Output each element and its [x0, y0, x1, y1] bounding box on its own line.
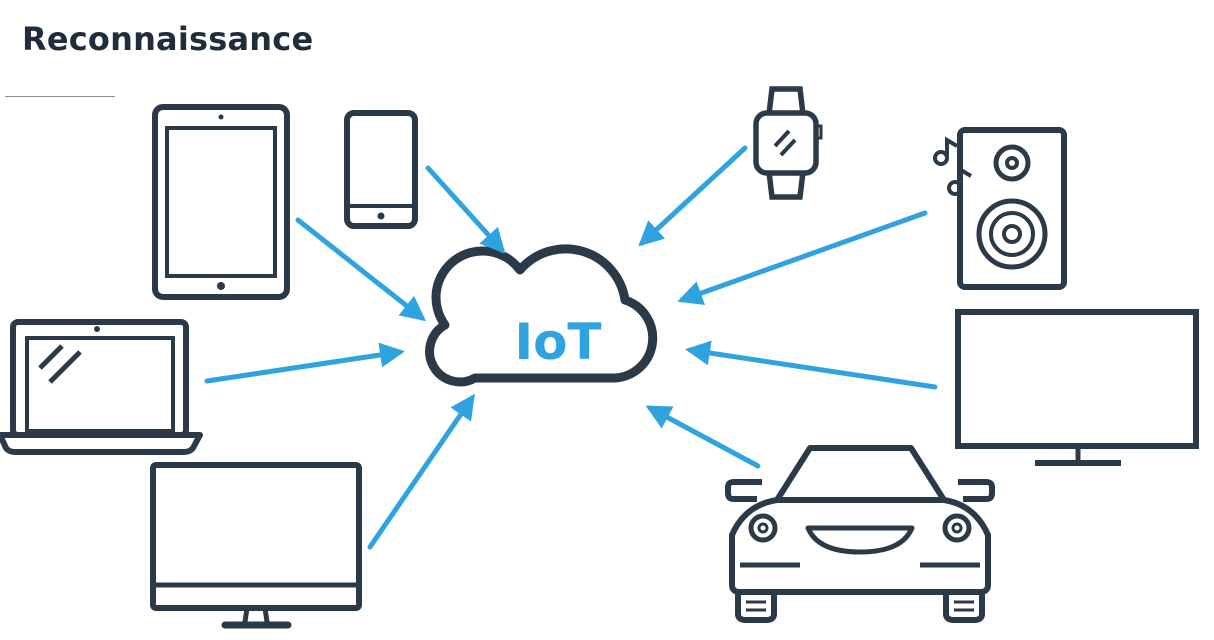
- arrow-speaker-to-cloud: [677, 210, 928, 306]
- arrow-television-to-cloud: [685, 340, 938, 390]
- car-icon: [725, 445, 995, 623]
- smartwatch-icon: [753, 86, 823, 200]
- desktop-monitor-icon: [150, 462, 362, 629]
- page-title: Reconnaissance: [22, 20, 314, 58]
- speaker-icon: [933, 127, 1067, 290]
- arrow-laptop-to-cloud: [204, 342, 405, 384]
- cloud-icon: [425, 244, 658, 387]
- arrow-desktop-to-cloud: [367, 393, 475, 550]
- arrow-tablet-to-cloud: [295, 217, 426, 322]
- smartphone-icon: [344, 110, 418, 229]
- title-underline: [5, 96, 115, 97]
- arrow-smartphone-to-cloud: [425, 165, 506, 254]
- television-icon: [955, 309, 1199, 466]
- laptop-icon: [0, 319, 203, 455]
- tablet-icon: [152, 104, 290, 300]
- arrow-car-to-cloud: [645, 405, 761, 469]
- iot-label: IoT: [514, 313, 601, 371]
- arrow-smartwatch-to-cloud: [638, 145, 748, 247]
